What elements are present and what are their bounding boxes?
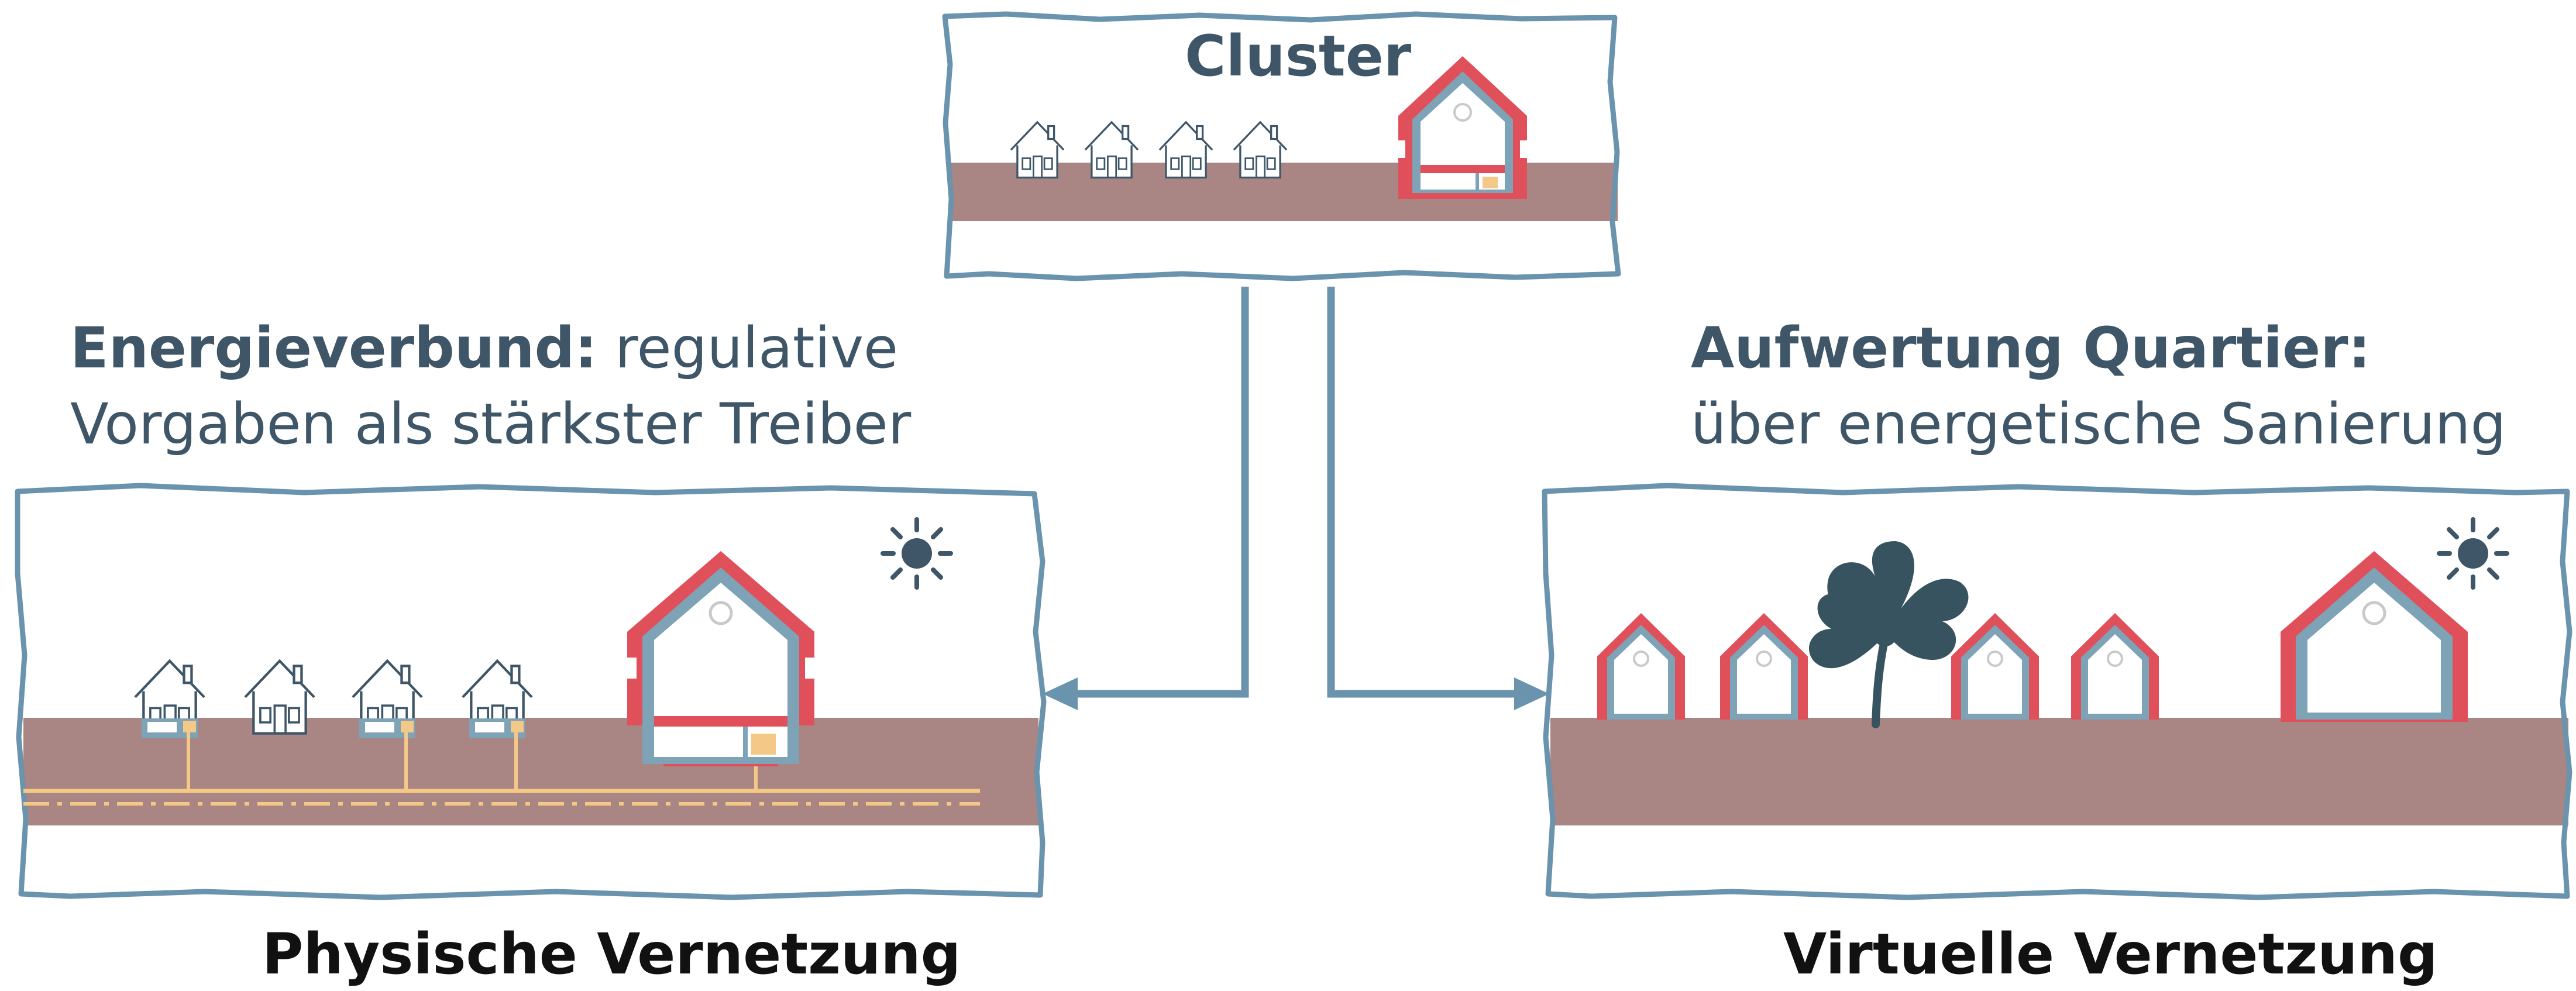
cluster-title: Cluster: [1185, 23, 1412, 89]
district-network-line: [23, 732, 980, 806]
connector-arrows: [1043, 287, 1549, 710]
right-ground: [1550, 718, 2568, 825]
left-heading-line-2: Vorgaben als stärkster Treiber: [70, 391, 912, 457]
physical-network-panel: [15, 483, 1047, 900]
left-heading: Energieverbund: regulative Vorgaben als …: [70, 310, 911, 462]
right-big-house-icon: [2281, 551, 2468, 722]
arrow-to-left-icon: [1071, 287, 1249, 698]
right-sun-icon: [2439, 519, 2507, 587]
left-frame: [15, 483, 1047, 900]
cluster-frame: [942, 11, 1621, 281]
left-house-1: [135, 661, 204, 738]
right-heading: Aufwertung Quartier: über energetische S…: [1691, 310, 2506, 462]
left-heading-bold: Energieverbund:: [70, 315, 597, 381]
arrow-to-right-icon: [1327, 287, 1521, 698]
right-heading-line-2: über energetische Sanierung: [1691, 391, 2506, 457]
right-heading-bold: Aufwertung Quartier:: [1691, 315, 2371, 381]
left-house-4: [463, 661, 532, 738]
left-big-house-icon: [627, 551, 814, 766]
virtual-network-panel: [1542, 483, 2572, 900]
cluster-big-house-icon: [1398, 56, 1527, 199]
clover-icon: [1808, 541, 1969, 728]
left-heading-rest: regulative: [597, 315, 899, 381]
virtual-network-caption: Virtuelle Vernetzung: [1783, 921, 2438, 987]
right-frame: [1542, 483, 2572, 900]
cluster-panel: [942, 11, 1621, 281]
left-house-3: [353, 661, 422, 738]
left-sun-icon: [883, 519, 951, 587]
physical-network-caption: Physische Vernetzung: [262, 921, 961, 987]
